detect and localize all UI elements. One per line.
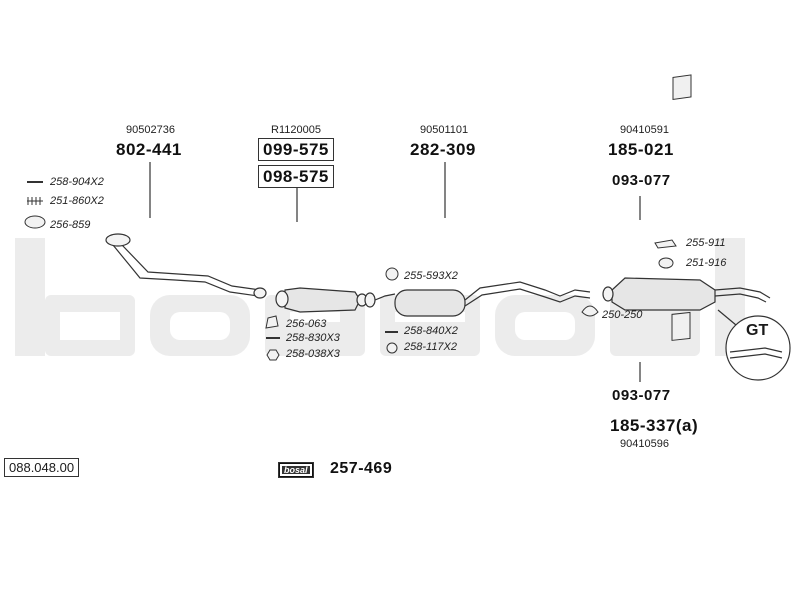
assembly-kit-part-number[interactable]: 257-469 — [330, 460, 393, 477]
watermark-gaps — [60, 312, 575, 340]
accessory-icons — [24, 181, 677, 361]
acc-mid-clamp[interactable]: 255-593X2 — [404, 270, 458, 282]
rear-silencer-oem-number: 90410591 — [620, 124, 669, 136]
middle-silencer — [364, 281, 591, 317]
catalyst-part-number-b[interactable]: 098-575 — [258, 165, 334, 188]
rear-silencer-part-number[interactable]: 185-021 — [608, 140, 674, 159]
bosal-logo: bosal — [279, 463, 313, 477]
acc-cat-bolt[interactable]: 258-830X3 — [286, 332, 340, 344]
gt-label: GT — [746, 322, 769, 339]
front-pipe — [105, 233, 267, 299]
middle-silencer-part-number[interactable]: 282-309 — [410, 140, 476, 159]
front-pipe-oem-number: 90502736 — [126, 124, 175, 136]
acc-rear-bracket[interactable]: 255-911 — [686, 237, 726, 249]
rear-mount-part-number-bottom[interactable]: 093-077 — [612, 387, 671, 404]
catalog-number: 088.048.00 — [4, 458, 80, 477]
catalyst-oem-number: R1120005 — [271, 124, 321, 136]
catalyst-converter — [275, 287, 368, 313]
gt-detail — [717, 309, 791, 381]
front-pipe-part-number[interactable]: 802-441 — [116, 140, 182, 159]
catalyst-part-number-a[interactable]: 099-575 — [258, 138, 334, 161]
brand-watermark — [15, 238, 745, 356]
leader-lines — [149, 162, 641, 382]
rear-silencer-alt-oem-number: 90410596 — [620, 438, 669, 450]
acc-front-gasket[interactable]: 256-859 — [50, 219, 91, 231]
acc-rear-ring[interactable]: 251-916 — [686, 257, 727, 269]
middle-silencer-oem-number: 90501101 — [420, 124, 469, 136]
acc-front-clamp[interactable]: 258-904X2 — [50, 176, 104, 188]
rear-mount-part-number-top[interactable]: 093-077 — [612, 172, 671, 189]
rear-silencer-alt-part-number[interactable]: 185-337(a) — [610, 416, 699, 435]
mounts — [671, 74, 692, 341]
acc-cat-gasket[interactable]: 256-063 — [286, 318, 327, 330]
acc-rear-clamp[interactable]: 250-250 — [602, 309, 643, 321]
acc-front-spring[interactable]: 251-860X2 — [50, 195, 104, 207]
rear-silencer — [602, 277, 771, 311]
acc-mid-nut[interactable]: 258-117X2 — [404, 341, 458, 353]
acc-cat-nut[interactable]: 258-038X3 — [286, 348, 340, 360]
acc-mid-bolt[interactable]: 258-840X2 — [404, 325, 458, 337]
